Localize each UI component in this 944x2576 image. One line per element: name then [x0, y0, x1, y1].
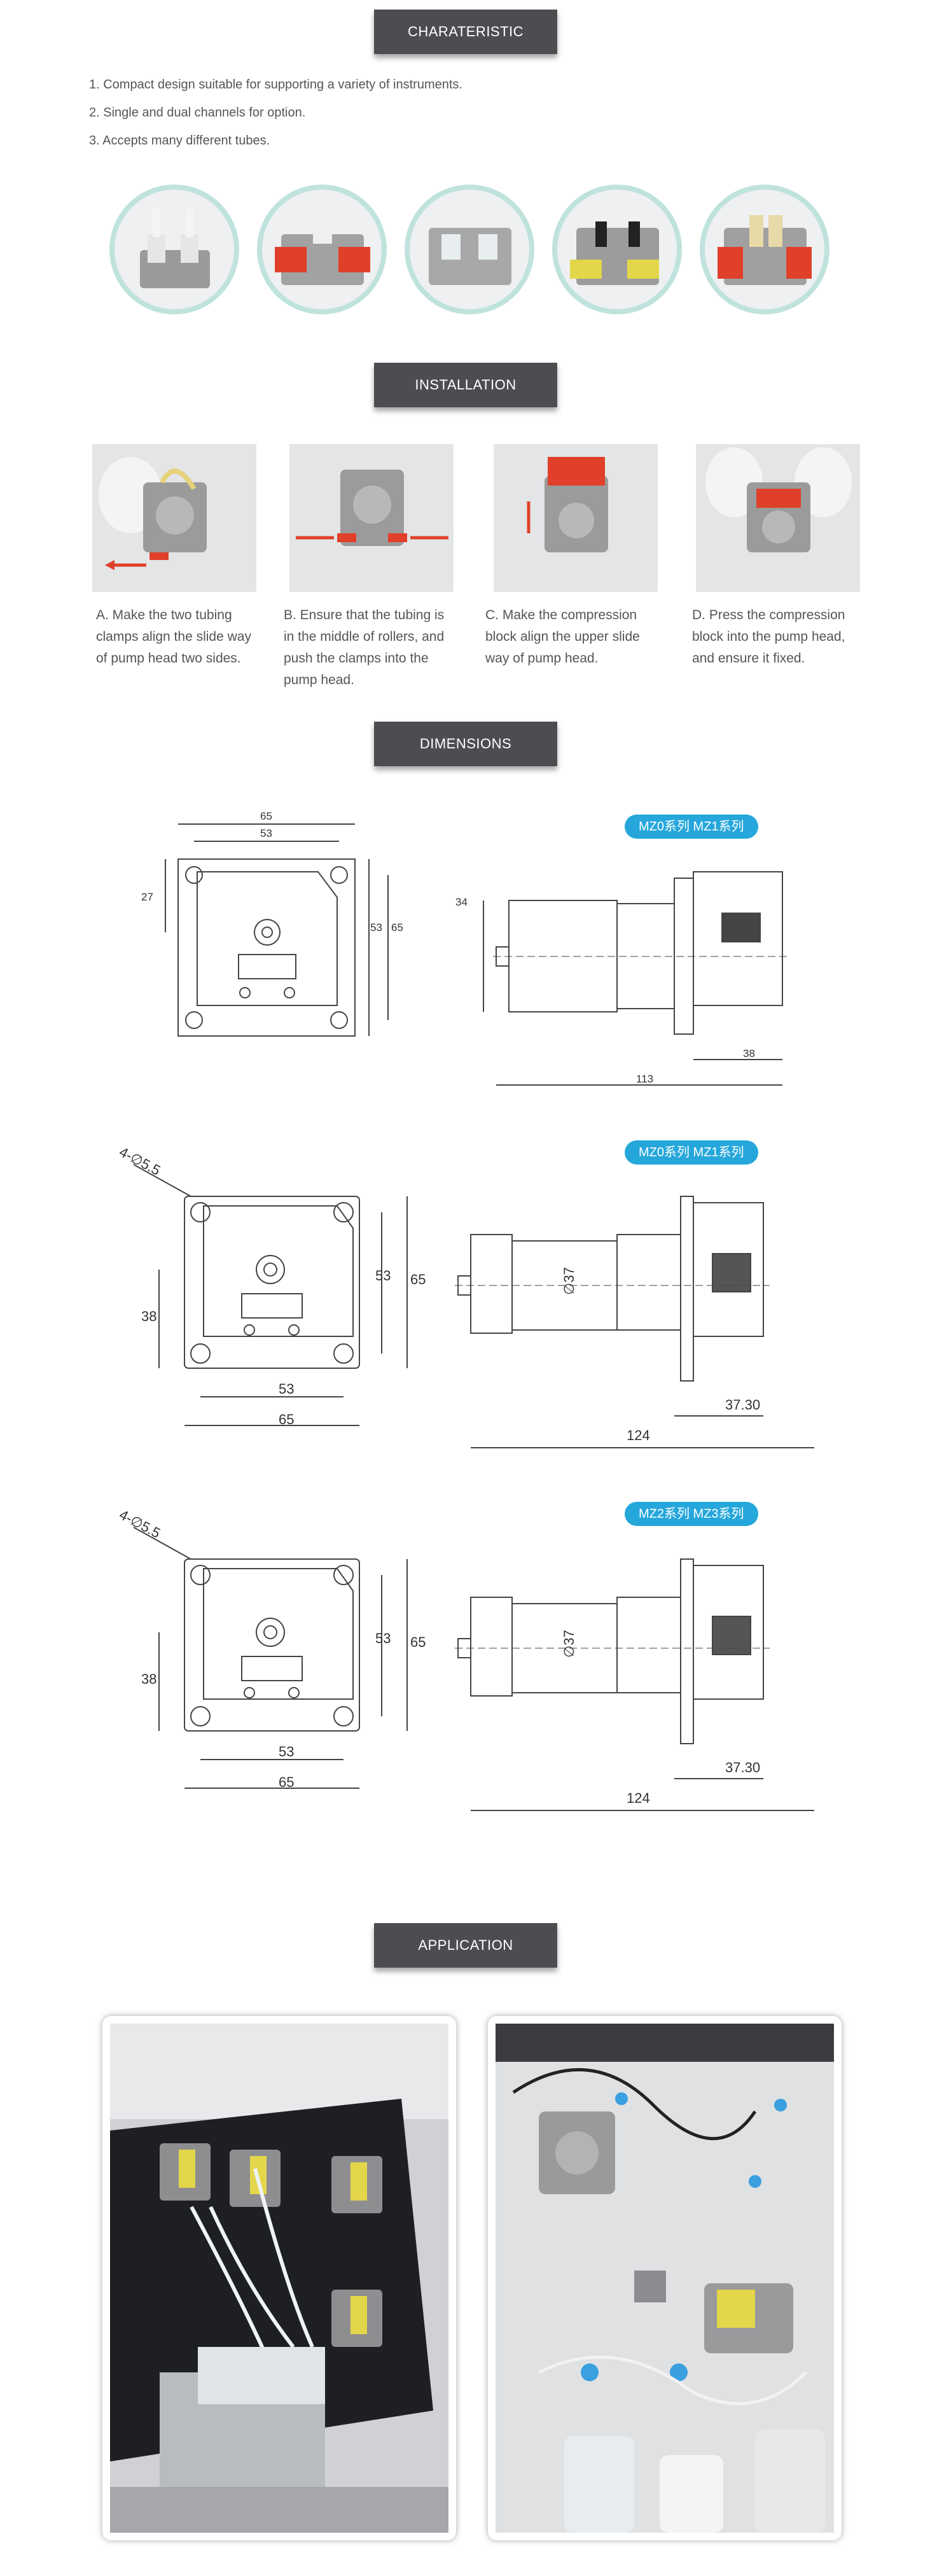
dim-total-length: 124: [627, 1427, 650, 1443]
application-photo-right: [488, 2016, 842, 2540]
section-header-installation: INSTALLATION: [374, 363, 557, 407]
series-tag: MZ0系列 MZ1系列: [625, 1140, 758, 1165]
dim-offset: 38: [141, 1308, 157, 1324]
installation-caption-c: C. Make the compression block align the …: [485, 608, 640, 666]
dim-total-length: 124: [627, 1790, 650, 1806]
dim-height: 65: [410, 1634, 426, 1650]
dim-motor-dia: ∅37: [560, 1267, 577, 1295]
product-photo-clear-clamps: [405, 185, 534, 314]
dim-height: 65: [391, 921, 403, 934]
dim-height: 65: [410, 1271, 426, 1287]
dimension-drawing-1: [165, 823, 789, 1086]
series-tag: MZ0系列 MZ1系列: [625, 815, 758, 839]
dim-motor-dia: ∅37: [560, 1630, 577, 1658]
dim-inner-width: 53: [279, 1381, 295, 1397]
dim-total-length: 113: [636, 1073, 654, 1085]
installation-caption-d: D. Press the compression block into the …: [692, 608, 845, 666]
installation-photo-b: [289, 444, 454, 592]
dim-width: 65: [279, 1411, 295, 1427]
installation-photo-a: [92, 444, 256, 592]
installation-photo-c: [494, 444, 658, 592]
dim-inner-width: 53: [260, 827, 272, 839]
installation-caption-a: A. Make the two tubing clamps align the …: [96, 608, 251, 666]
dim-head-length: 38: [743, 1047, 755, 1060]
product-photo-tan-clamps: [700, 185, 829, 314]
application-photo-left: [102, 2016, 456, 2540]
product-photo-red-clamps: [257, 185, 387, 314]
dim-offset: 38: [141, 1671, 157, 1687]
dim-width: 65: [260, 810, 272, 822]
section-header-application: APPLICATION: [374, 1923, 557, 1968]
feature-item: 2. Single and dual channels for option.: [89, 106, 306, 120]
dim-inner-height: 53: [370, 921, 382, 934]
dim-motor-dia: 34: [455, 896, 468, 908]
dim-inner-width: 53: [279, 1744, 295, 1760]
dim-inner-height: 53: [375, 1630, 391, 1646]
feature-item: 1. Compact design suitable for supportin…: [89, 78, 462, 92]
product-photo-white-clamps: [109, 185, 239, 314]
dim-width: 65: [279, 1774, 295, 1790]
installation-photo-d: [696, 444, 860, 592]
section-header-dimensions: DIMENSIONS: [374, 722, 557, 766]
feature-item: 3. Accepts many different tubes.: [89, 134, 270, 148]
series-tag: MZ2系列 MZ3系列: [625, 1502, 758, 1526]
dimension-drawing-3: [133, 1527, 814, 1811]
product-photo-yellow-clamps: [552, 185, 682, 314]
dim-head-length: 37.30: [725, 1397, 761, 1413]
dimension-drawing-2: [133, 1164, 814, 1448]
dim-inner-height: 53: [375, 1268, 391, 1284]
section-header-characteristic: CHARATERISTIC: [374, 10, 557, 54]
dim-offset: 27: [141, 891, 153, 903]
installation-caption-b: B. Ensure that the tubing is in the midd…: [284, 608, 445, 687]
dim-head-length: 37.30: [725, 1760, 761, 1775]
